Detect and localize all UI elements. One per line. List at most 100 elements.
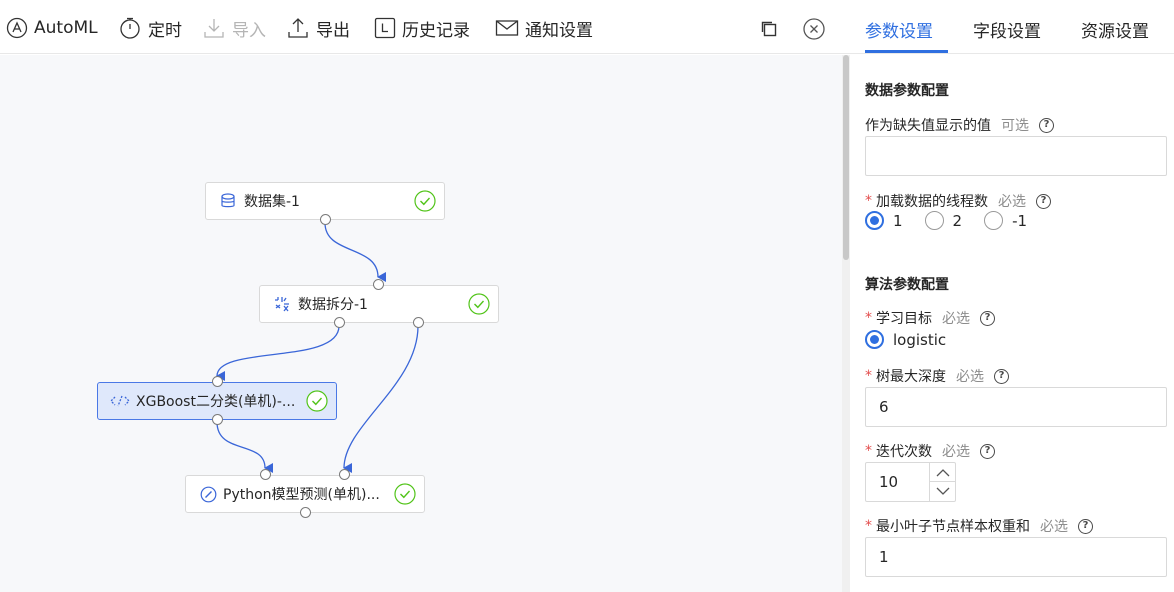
database-icon: [221, 193, 235, 208]
field-label-text: 学习目标: [876, 311, 932, 327]
import-label: 导入: [232, 20, 266, 41]
objective-option-logistic[interactable]: logistic: [865, 330, 946, 349]
history-button[interactable]: 历史记录: [374, 14, 470, 42]
radio-label: logistic: [893, 330, 947, 349]
output-port[interactable]: [212, 414, 223, 425]
predict-icon: [200, 486, 217, 502]
edge-split-to-xgboost[interactable]: [216, 325, 340, 382]
automl-button[interactable]: AutoML: [6, 14, 98, 42]
required-mark: *: [865, 443, 872, 459]
edge-xgboost-to-predict[interactable]: [216, 421, 274, 473]
success-check-icon: [306, 390, 328, 412]
edges-layer: [216, 222, 419, 474]
close-button[interactable]: [801, 16, 827, 42]
required-hint: 必选: [998, 194, 1026, 210]
required-hint: 必选: [956, 369, 984, 385]
copy-button[interactable]: [756, 16, 782, 42]
output-port[interactable]: [320, 214, 331, 225]
history-label: 历史记录: [402, 20, 470, 41]
threads-label: * 加载数据的线程数 必选 ?: [865, 191, 1051, 211]
algorithm-icon: [110, 395, 130, 407]
threads-option-neg1[interactable]: -1: [984, 211, 1027, 230]
node-dataset[interactable]: 数据集-1: [205, 182, 445, 225]
notify-settings-label: 通知设置: [525, 20, 593, 41]
decrement-button[interactable]: [930, 482, 955, 501]
help-icon[interactable]: ?: [1036, 193, 1051, 209]
success-check-icon: [414, 190, 436, 212]
radio-selected[interactable]: [865, 330, 884, 349]
min-child-weight-input[interactable]: 1: [865, 537, 1167, 577]
field-label-text: 加载数据的线程数: [876, 194, 988, 210]
radio-label: 2: [952, 211, 963, 230]
iterations-stepper[interactable]: 10: [865, 462, 956, 502]
field-label-text: 最小叶子节点样本权重和: [876, 519, 1030, 535]
field-label-text: 迭代次数: [876, 444, 932, 460]
radio-unselected[interactable]: [984, 211, 1004, 230]
input-port[interactable]: [212, 376, 223, 387]
missing-value-input[interactable]: [865, 136, 1167, 176]
threads-option-2[interactable]: 2: [924, 211, 963, 230]
help-icon[interactable]: ?: [980, 310, 995, 326]
help-icon[interactable]: ?: [1078, 518, 1093, 534]
node-python-predict[interactable]: Python模型预测(单机)...: [185, 469, 425, 518]
import-icon: [204, 19, 224, 38]
radio-unselected[interactable]: [924, 211, 944, 230]
field-label-text: 作为缺失值显示的值: [865, 118, 991, 134]
chevron-up-icon: [936, 468, 949, 476]
data-section-title: 数据参数配置: [865, 83, 949, 99]
history-icon: [374, 17, 396, 39]
field-label-text: 树最大深度: [876, 369, 946, 385]
schedule-button[interactable]: 定时: [118, 14, 182, 42]
iterations-label: * 迭代次数 必选 ?: [865, 441, 995, 461]
help-icon[interactable]: ?: [980, 443, 995, 459]
node-data-split[interactable]: 数据拆分-1: [259, 279, 499, 328]
input-port[interactable]: [373, 279, 384, 290]
help-icon[interactable]: ?: [1039, 117, 1054, 133]
success-check-icon: [468, 293, 490, 315]
notify-settings-button[interactable]: 通知设置: [495, 14, 593, 42]
output-port-test[interactable]: [413, 317, 424, 328]
required-hint: 必选: [1040, 519, 1068, 535]
input-port-data[interactable]: [339, 469, 350, 480]
min-child-weight-label: * 最小叶子节点样本权重和 必选 ?: [865, 516, 1093, 536]
timer-icon: [120, 17, 140, 39]
input-port-model[interactable]: [260, 469, 271, 480]
node-label: Python模型预测(单机)...: [223, 487, 380, 503]
automl-label: AutoML: [34, 18, 98, 38]
export-button[interactable]: 导出: [286, 14, 350, 42]
workflow-canvas[interactable]: 数据集-1 数据拆分-1 XGBoo: [0, 55, 842, 592]
missing-value-label: 作为缺失值显示的值 可选 ?: [865, 115, 1054, 135]
edge-split-to-predict[interactable]: [343, 325, 419, 474]
required-mark: *: [865, 368, 872, 384]
stepper-arrows: [929, 463, 955, 501]
export-icon: [288, 18, 308, 38]
max-depth-input[interactable]: 6: [865, 387, 1167, 427]
close-circle-icon: [803, 18, 825, 40]
export-label: 导出: [316, 20, 350, 41]
settings-tabs: 参数设置 字段设置 资源设置: [850, 0, 1174, 54]
schedule-label: 定时: [148, 20, 182, 41]
copy-icon: [761, 21, 777, 37]
radio-label: -1: [1012, 211, 1028, 230]
output-port[interactable]: [300, 507, 311, 518]
node-xgboost[interactable]: XGBoost二分类(单机)-...: [97, 376, 337, 425]
threads-radio-group: 1 2 -1: [865, 211, 1049, 230]
output-port-train[interactable]: [334, 317, 345, 328]
tab-resource-settings[interactable]: 资源设置: [1081, 22, 1149, 42]
help-icon[interactable]: ?: [994, 368, 1009, 384]
radio-selected[interactable]: [865, 211, 884, 230]
threads-option-1[interactable]: 1: [865, 211, 903, 230]
automl-icon: [6, 17, 28, 39]
increment-button[interactable]: [930, 463, 955, 482]
iterations-value[interactable]: 10: [879, 473, 899, 491]
edge-dataset-to-split[interactable]: [324, 222, 387, 282]
optional-hint: 可选: [1001, 118, 1029, 134]
tab-param-settings[interactable]: 参数设置: [865, 22, 933, 42]
panel-scrollbar-track[interactable]: [842, 55, 850, 592]
tab-field-settings[interactable]: 字段设置: [973, 22, 1041, 42]
panel-scrollbar-thumb[interactable]: [843, 55, 849, 260]
node-label: 数据拆分-1: [298, 297, 368, 313]
settings-panel: 参数设置 字段设置 资源设置 数据参数配置 作为缺失值显示的值 可选 ? * 加…: [850, 0, 1174, 592]
import-button[interactable]: 导入: [202, 14, 266, 42]
